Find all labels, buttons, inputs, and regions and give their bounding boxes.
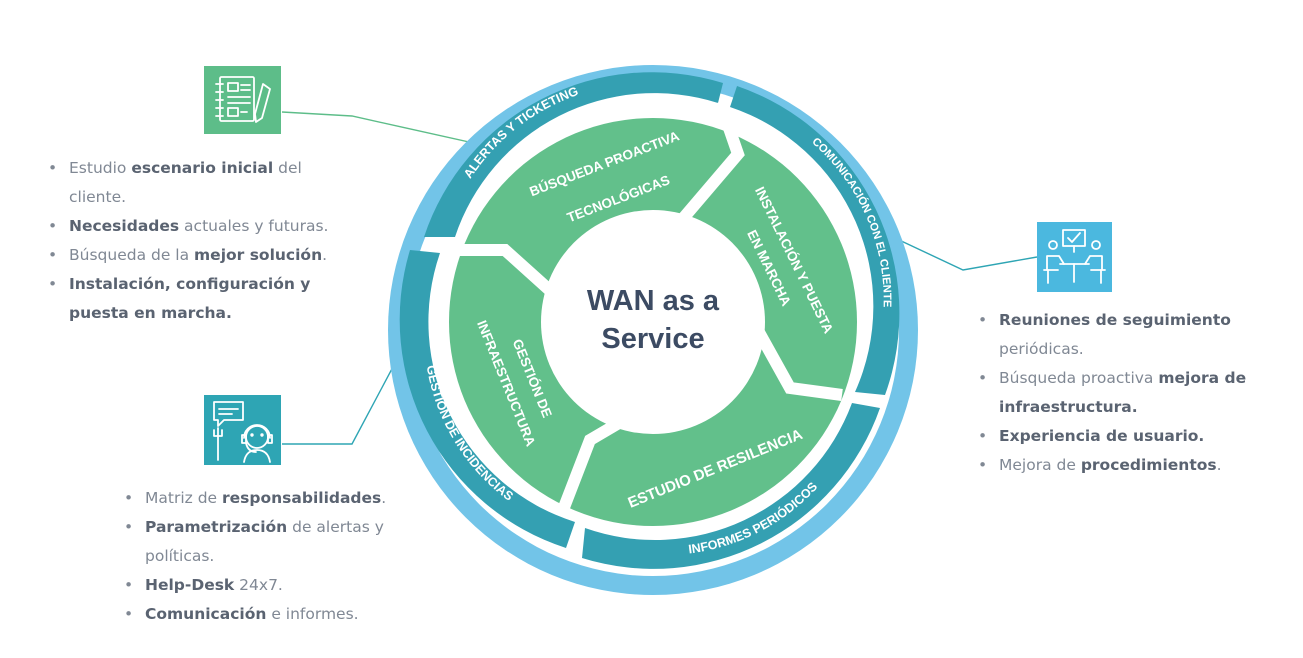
bottom-left-item-2: Parametrización de alertas y políticas. <box>122 513 442 571</box>
text: políticas. <box>145 547 215 565</box>
separator-left <box>443 244 560 300</box>
top-left-item-1: Estudio escenario inicial del cliente. <box>46 154 376 212</box>
right-item-3: Experiencia de usuario. <box>976 422 1286 451</box>
text: 24x7. <box>234 576 283 594</box>
top-left-list: Estudio escenario inicial del cliente. Ne… <box>46 154 376 328</box>
text: . <box>381 489 387 507</box>
bold-text: Necesidades <box>69 217 180 235</box>
bold-text: escenario inicial <box>131 159 274 177</box>
text: Matriz de <box>145 489 222 507</box>
bold-text: infraestructura. <box>999 398 1138 416</box>
bottom-left-item-4: Comunicación e informes. <box>122 600 442 629</box>
bold-text: Instalación, configuración y <box>69 275 311 293</box>
middle-segment-informes <box>582 403 880 569</box>
document-pen-icon <box>204 66 281 134</box>
right-list: Reuniones de seguimiento periódicas. Búsq… <box>976 306 1286 480</box>
center-title-line1: WAN as a <box>587 285 720 317</box>
connector-line-top-left <box>281 111 506 151</box>
top-left-item-3: Búsqueda de la mejor solución. <box>46 241 376 270</box>
text: periódicas. <box>999 340 1084 358</box>
center-circle <box>541 210 765 434</box>
connector-line-right <box>896 238 1038 271</box>
middle-ring <box>399 72 900 569</box>
middle-segment-comunicacion <box>730 86 900 395</box>
bottom-left-item-1: Matriz de responsabilidades. <box>122 484 442 513</box>
bold-text: mejora de <box>1158 369 1247 387</box>
center-title-line2: Service <box>601 323 704 355</box>
middle-segment-alertas <box>424 72 723 237</box>
separator-bottom <box>557 414 628 513</box>
text: Estudio <box>69 159 132 177</box>
bold-text: Help-Desk <box>145 576 235 594</box>
text: cliente. <box>69 188 127 206</box>
text: Búsqueda de la <box>69 246 195 264</box>
top-left-item-4: Instalación, configuración y puesta en ma… <box>46 270 376 328</box>
text: Mejora de <box>999 456 1081 474</box>
bottom-left-item-3: Help-Desk 24x7. <box>122 571 442 600</box>
bold-text: Parametrización <box>145 518 288 536</box>
text: de alertas y <box>287 518 384 536</box>
right-item-4: Mejora de procedimientos. <box>976 451 1286 480</box>
bold-text: Comunicación <box>145 605 267 623</box>
text: e informes. <box>266 605 359 623</box>
meeting-icon <box>1037 222 1112 292</box>
bold-text: Experiencia de usuario. <box>999 427 1205 445</box>
support-agent-icon <box>204 395 281 465</box>
bottom-left-list: Matriz de responsabilidades. Parametriza… <box>122 484 442 629</box>
right-item-2: Búsqueda proactiva mejora de infraestruct… <box>976 364 1286 422</box>
bold-text: mejor solución <box>194 246 323 264</box>
separator-right <box>749 322 843 401</box>
text: del <box>273 159 302 177</box>
text: . <box>1216 456 1222 474</box>
inner-ring-separators <box>443 100 843 513</box>
bold-text: Reuniones de seguimiento <box>999 311 1231 329</box>
text: Búsqueda proactiva <box>999 369 1159 387</box>
top-left-item-2: Necesidades actuales y futuras. <box>46 212 376 241</box>
bold-text: procedimientos <box>1080 456 1217 474</box>
bold-text: puesta en marcha. <box>69 304 232 322</box>
right-item-1: Reuniones de seguimiento periódicas. <box>976 306 1286 364</box>
bold-text: responsabilidades <box>222 489 382 507</box>
middle-segment-incidencias <box>399 250 575 548</box>
text: . <box>322 246 328 264</box>
text: actuales y futuras. <box>179 217 329 235</box>
separator-top <box>675 100 745 226</box>
